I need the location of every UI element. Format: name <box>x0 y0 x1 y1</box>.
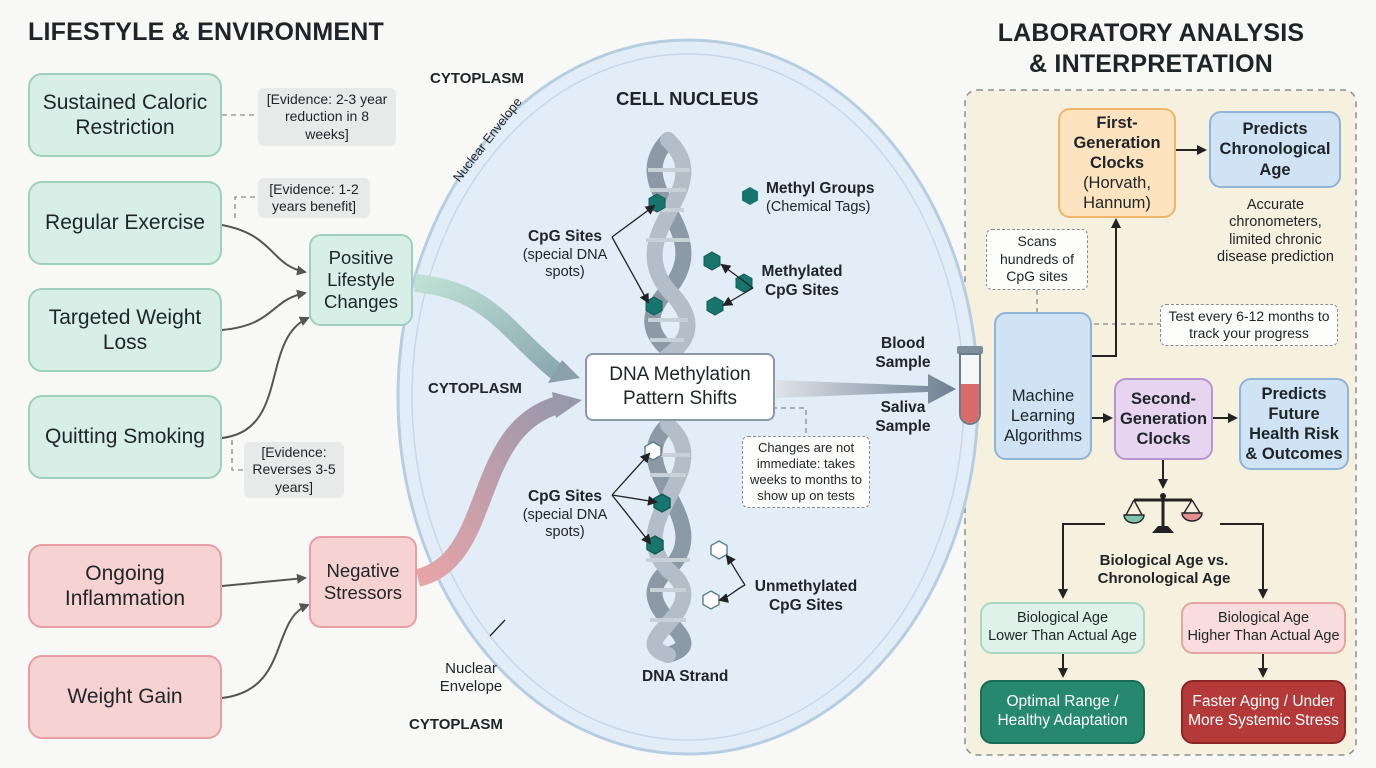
left-section-title: LIFESTYLE & ENVIRONMENT <box>28 18 385 46</box>
cpg-sites-label-upper: CpG Sites (special DNA spots) <box>522 228 608 280</box>
factor-targeted-weight-loss: Targeted Weight Loss <box>28 288 222 372</box>
blood-sample-label: Blood Sample <box>875 335 931 371</box>
test-tube-icon <box>957 346 983 425</box>
saliva-sample-label: Saliva Sample <box>875 399 931 435</box>
methylated-cpg-label: Methylated CpG Sites <box>761 263 843 299</box>
center-to-sample-arrow <box>776 374 956 404</box>
methyl-group-hexagon-icon <box>742 187 758 205</box>
positive-lifestyle-hub: Positive Lifestyle Changes <box>309 234 413 326</box>
test-frequency-note: Test every 6-12 months to track your pro… <box>1160 304 1338 346</box>
cytoplasm-label-bottom: CYTOPLASM <box>409 716 503 733</box>
optimal-range-box: Optimal Range / Healthy Adaptation <box>980 680 1145 744</box>
factor-quitting-smoking: Quitting Smoking <box>28 395 222 479</box>
unmethylated-cpg-label: Unmethylated CpG Sites <box>754 578 858 614</box>
negative-to-center-arrow <box>415 396 561 587</box>
evidence-exercise: [Evidence: 1-2 years benefit] <box>258 178 370 218</box>
predicts-future-box: Predicts Future Health Risk & Outcomes <box>1239 378 1349 470</box>
predicts-chronological-box: Predicts Chronological Age <box>1209 111 1341 188</box>
factor-regular-exercise: Regular Exercise <box>28 181 222 265</box>
dna-helix-lower <box>646 417 692 663</box>
dna-methylation-shift-box: DNA Methylation Pattern Shifts <box>585 353 775 421</box>
first-gen-clocks-box: First-Generation Clocks (Horvath, Hannum… <box>1058 108 1176 218</box>
ml-algorithms-box: Machine Learning Algorithms <box>994 312 1092 460</box>
methyl-groups-legend: Methyl Groups (Chemical Tags) <box>766 180 875 215</box>
nuclear-envelope-label: Nuclear Envelope <box>439 660 503 695</box>
negative-stressors-hub: Negative Stressors <box>309 536 417 628</box>
balance-scale-icon <box>1123 493 1203 533</box>
positive-to-center-arrow <box>414 274 564 380</box>
cytoplasm-label-top: CYTOPLASM <box>430 70 524 87</box>
factor-ongoing-inflammation: Ongoing Inflammation <box>28 544 222 628</box>
evidence-caloric: [Evidence: 2-3 year reduction in 8 weeks… <box>258 88 396 146</box>
scans-note: Scans hundreds of CpG sites <box>986 229 1088 290</box>
nucleus-title: CELL NUCLEUS <box>616 88 759 109</box>
first-gen-caption: Accurate chronometers, limited chronic d… <box>1217 197 1334 266</box>
faster-aging-box: Faster Aging / Under More Systemic Stres… <box>1181 680 1346 744</box>
cpg-sites-label-lower: CpG Sites (special DNA spots) <box>522 488 608 540</box>
bio-age-higher-box: Biological Age Higher Than Actual Age <box>1181 602 1346 654</box>
dna-helix-upper <box>644 132 696 368</box>
bio-vs-chrono-label: Biological Age vs. Chronological Age <box>1097 552 1231 587</box>
delay-note: Changes are not immediate: takes weeks t… <box>742 436 870 508</box>
second-gen-clocks-box: Second-Generation Clocks <box>1114 378 1213 460</box>
right-section-title: LABORATORY ANALYSIS & INTERPRETATION <box>997 19 1305 79</box>
factor-weight-gain: Weight Gain <box>28 655 222 739</box>
bio-age-lower-box: Biological Age Lower Than Actual Age <box>980 602 1145 654</box>
dna-strand-label: DNA Strand <box>642 668 729 685</box>
evidence-smoking: [Evidence: Reverses 3-5 years] <box>244 442 344 498</box>
cytoplasm-label-middle: CYTOPLASM <box>428 380 522 397</box>
factor-caloric-restriction: Sustained Caloric Restriction <box>28 73 222 157</box>
